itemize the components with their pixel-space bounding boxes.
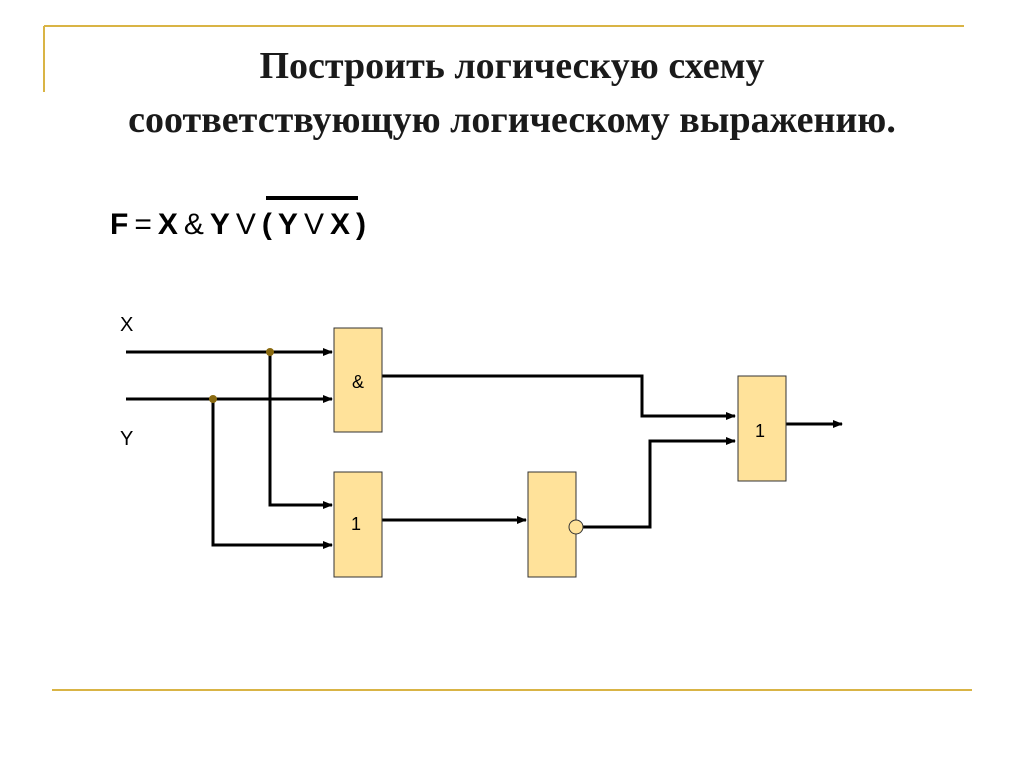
or-gate-1-label: 1: [351, 514, 362, 534]
wire-x-branch-to-or1: [268, 352, 333, 509]
formula-and: &: [183, 208, 204, 241]
not-gate: [527, 471, 577, 578]
formula-lparen: (: [261, 208, 272, 241]
wire-y-branch-to-or1: [211, 399, 333, 549]
title-line-2: соответствующую логическому выражению.: [128, 99, 896, 141]
title-line-1: Построить логическую схему: [259, 45, 765, 87]
and-gate-label: &: [352, 372, 365, 392]
wires: [126, 348, 843, 549]
not-gate-inversion-bubble: [568, 519, 584, 535]
formula-rparen: ): [355, 208, 366, 241]
input-x-label: X: [120, 314, 134, 336]
input-y-label: Y: [120, 428, 134, 450]
formula-neg-or: V: [303, 208, 324, 241]
or-gate-1: [333, 471, 383, 578]
wire-not-to-or2: [583, 437, 736, 529]
formula-equals: =: [134, 208, 152, 241]
or-gate-2: [737, 375, 787, 482]
and-gate: [333, 327, 383, 433]
formula-or: V: [235, 208, 256, 241]
or-gate-2-label: 1: [755, 421, 766, 441]
formula-y: Y: [209, 208, 230, 241]
formula-f: F: [110, 208, 129, 241]
wire-and-to-or2: [382, 374, 736, 420]
negation-bar: [265, 196, 358, 200]
formula-x: X: [157, 208, 178, 241]
formula-neg-x: X: [329, 208, 350, 241]
junction-y: [209, 395, 217, 403]
formula-neg-y: Y: [277, 208, 298, 241]
junction-x: [266, 348, 274, 356]
